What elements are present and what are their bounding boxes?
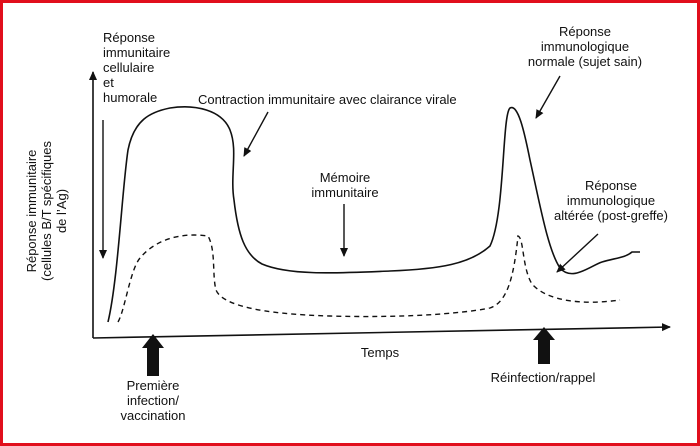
- first-infection-marker-icon: [142, 334, 164, 376]
- contraction-label: Contraction immunitaire avec clairance v…: [198, 92, 457, 107]
- reinfection-marker-icon: [533, 327, 555, 364]
- first-infection-label: Première infection/ vaccination: [120, 378, 186, 423]
- cellular-humoral-label: Réponse immunitaire cellulaire et humora…: [103, 30, 171, 105]
- x-axis: [92, 323, 671, 339]
- x-axis-label: Temps: [360, 345, 400, 360]
- memory-label: Mémoire immunitaire: [311, 170, 379, 200]
- normal-response-label: Réponse immunologique normale (sujet sai…: [527, 24, 643, 69]
- reinfection-label: Réinfection/rappel: [490, 370, 596, 385]
- normal-response-arrow: [535, 75, 561, 119]
- contraction-arrow: [243, 111, 269, 157]
- normal-response-curve: [107, 106, 640, 323]
- altered-response-label: Réponse immunologique altérée (post-gref…: [554, 178, 668, 223]
- altered-response-curve: [117, 234, 621, 323]
- y-axis-label: Réponse immunitaire (cellules B/T spécif…: [24, 141, 69, 281]
- altered-response-arrow: [556, 233, 599, 273]
